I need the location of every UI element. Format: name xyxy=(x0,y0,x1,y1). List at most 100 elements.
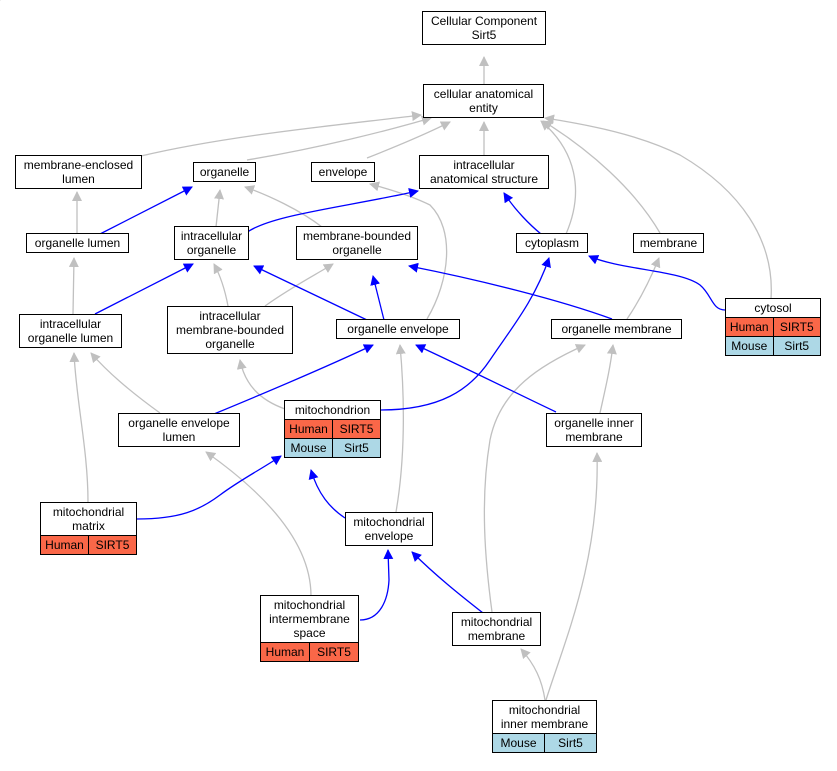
node-intracellular-membrane-bounded-organelle[interactable]: intracellular membrane-bounded organelle xyxy=(167,306,293,354)
node-label: intracellular membrane-bounded organelle xyxy=(175,309,285,351)
node-membrane-bounded-organelle[interactable]: membrane-bounded organelle xyxy=(296,226,418,260)
gene-cell: SIRT5 xyxy=(332,420,380,438)
node-label: mitochondrial envelope xyxy=(353,515,425,543)
node-label: envelope xyxy=(318,165,368,179)
node-label: intracellular anatomical structure xyxy=(429,158,539,186)
edge-mim-mmem xyxy=(520,648,546,701)
edge-oim-oenv xyxy=(415,344,557,413)
edge-cytosol-cytoplasm xyxy=(588,255,726,311)
gene-cell: Sirt5 xyxy=(772,337,821,355)
edge-omem-membrane xyxy=(626,257,661,320)
node-mitochondrion[interactable]: mitochondrion Human SIRT5 Mouse Sirt5 xyxy=(284,400,381,458)
edge-mmatrix-iol xyxy=(69,352,89,503)
node-organelle[interactable]: organelle xyxy=(193,162,256,182)
node-organelle-envelope-lumen[interactable]: organelle envelope lumen xyxy=(118,413,240,447)
edge-iorg-organelle xyxy=(214,189,225,228)
edge-iol-olumen xyxy=(68,257,79,315)
annotation-row-mouse: Mouse Sirt5 xyxy=(493,733,596,752)
species-cell: Mouse xyxy=(731,339,768,353)
species-cell: Human xyxy=(265,645,305,659)
node-label: membrane-enclosed lumen xyxy=(23,158,134,186)
node-label: organelle membrane xyxy=(561,322,672,336)
edge-menv-oenv xyxy=(395,344,406,513)
edge-mito-imbo xyxy=(236,359,286,410)
gene-cell: SIRT5 xyxy=(772,318,821,336)
node-label: membrane-bounded organelle xyxy=(302,229,412,257)
node-intracellular-organelle[interactable]: intracellular organelle xyxy=(174,226,249,260)
node-organelle-membrane[interactable]: organelle membrane xyxy=(551,319,682,339)
node-label: membrane xyxy=(639,236,698,250)
edge-imbo-iorg xyxy=(213,263,229,307)
edge-cytoplasm-ias xyxy=(503,192,542,235)
edge-mmatrix-mito xyxy=(136,455,282,520)
edge-olumen-organelle xyxy=(99,186,193,235)
species-cell: Human xyxy=(729,320,769,334)
node-label: cytosol xyxy=(754,301,792,315)
node-mitochondrial-membrane[interactable]: mitochondrial membrane xyxy=(452,612,541,646)
node-organelle-envelope[interactable]: organelle envelope xyxy=(336,319,460,339)
edge-iol-iorg xyxy=(94,263,194,315)
node-label: cytoplasm xyxy=(524,236,580,250)
species-cell: Mouse xyxy=(290,441,327,455)
edge-cytosol-cae xyxy=(544,114,772,300)
node-mitochondrial-intermembrane-space[interactable]: mitochondrial intermembrane space Human … xyxy=(260,595,359,662)
edge-mims-oel xyxy=(205,451,312,597)
edge-imbo-mbo xyxy=(264,263,334,307)
edge-mmem-omem xyxy=(483,344,586,613)
node-label: organelle envelope lumen xyxy=(128,416,230,444)
node-organelle-inner-membrane[interactable]: organelle inner membrane xyxy=(546,413,642,447)
edge-cytoplasm-cae xyxy=(540,120,577,235)
node-cellular-component-sirt5[interactable]: Cellular Component Sirt5 xyxy=(422,11,546,45)
node-label: organelle envelope xyxy=(347,322,449,336)
node-membrane-enclosed-lumen[interactable]: membrane-enclosed lumen xyxy=(15,155,142,189)
node-membrane[interactable]: membrane xyxy=(633,233,704,253)
node-intracellular-organelle-lumen[interactable]: intracellular organelle lumen xyxy=(19,314,122,348)
edge-iorg-ias xyxy=(245,188,419,234)
edge-mim-oim xyxy=(545,452,603,701)
node-envelope[interactable]: envelope xyxy=(311,162,375,182)
species-cell: Mouse xyxy=(500,736,537,750)
node-mitochondrial-envelope[interactable]: mitochondrial envelope xyxy=(345,512,433,546)
node-label: mitochondrial matrix xyxy=(52,505,125,533)
node-label: intracellular organelle xyxy=(180,229,243,257)
node-label: organelle lumen xyxy=(34,236,121,250)
edge-omem-mbo xyxy=(408,262,613,320)
edge-mel-cae xyxy=(140,111,422,157)
node-label: cellular anatomical entity xyxy=(433,87,534,115)
edge-oel-oenv xyxy=(213,344,374,415)
node-organelle-lumen[interactable]: organelle lumen xyxy=(26,233,129,253)
edge-mbo-organelle xyxy=(244,185,323,228)
node-label: organelle xyxy=(199,165,250,179)
edge-oenv-iorg xyxy=(253,265,368,321)
annotation-row-human: Human SIRT5 xyxy=(285,419,380,438)
gene-cell: Sirt5 xyxy=(544,734,596,752)
edge-envelope-cae xyxy=(366,121,451,159)
edge-organelle-cae xyxy=(246,115,432,161)
node-label: mitochondrial inner membrane xyxy=(500,703,589,731)
node-label: intracellular organelle lumen xyxy=(27,317,114,345)
edge-mims-menv xyxy=(359,549,394,621)
node-cytoplasm[interactable]: cytoplasm xyxy=(516,233,588,253)
annotation-row-human: Human SIRT5 xyxy=(41,535,136,554)
node-label: mitochondrion xyxy=(294,403,371,417)
edge-mito-cytoplasm xyxy=(379,257,551,411)
node-label: mitochondrial membrane xyxy=(460,615,533,643)
node-mitochondrial-inner-membrane[interactable]: mitochondrial inner membrane Mouse Sirt5 xyxy=(492,700,597,753)
node-intracellular-anatomical-structure[interactable]: intracellular anatomical structure xyxy=(419,155,549,189)
species-cell: Human xyxy=(45,538,84,552)
node-mitochondrial-matrix[interactable]: mitochondrial matrix Human SIRT5 xyxy=(40,502,137,555)
edge-oel-iol xyxy=(90,352,161,414)
gene-cell: Sirt5 xyxy=(332,439,380,457)
edge-membrane-cae xyxy=(542,120,661,234)
annotation-row-human: Human SIRT5 xyxy=(726,317,820,336)
gene-cell: SIRT5 xyxy=(309,643,358,661)
node-cytosol[interactable]: cytosol Human SIRT5 Mouse Sirt5 xyxy=(725,298,821,356)
node-cellular-anatomical-entity[interactable]: cellular anatomical entity xyxy=(423,84,544,118)
edge-oim-omem xyxy=(599,344,617,414)
gene-cell: SIRT5 xyxy=(88,536,136,554)
species-cell: Human xyxy=(289,422,328,436)
node-label: Cellular Component Sirt5 xyxy=(430,14,538,42)
edge-menv-mito xyxy=(308,469,346,519)
edge-oenv-envelope xyxy=(369,181,448,320)
